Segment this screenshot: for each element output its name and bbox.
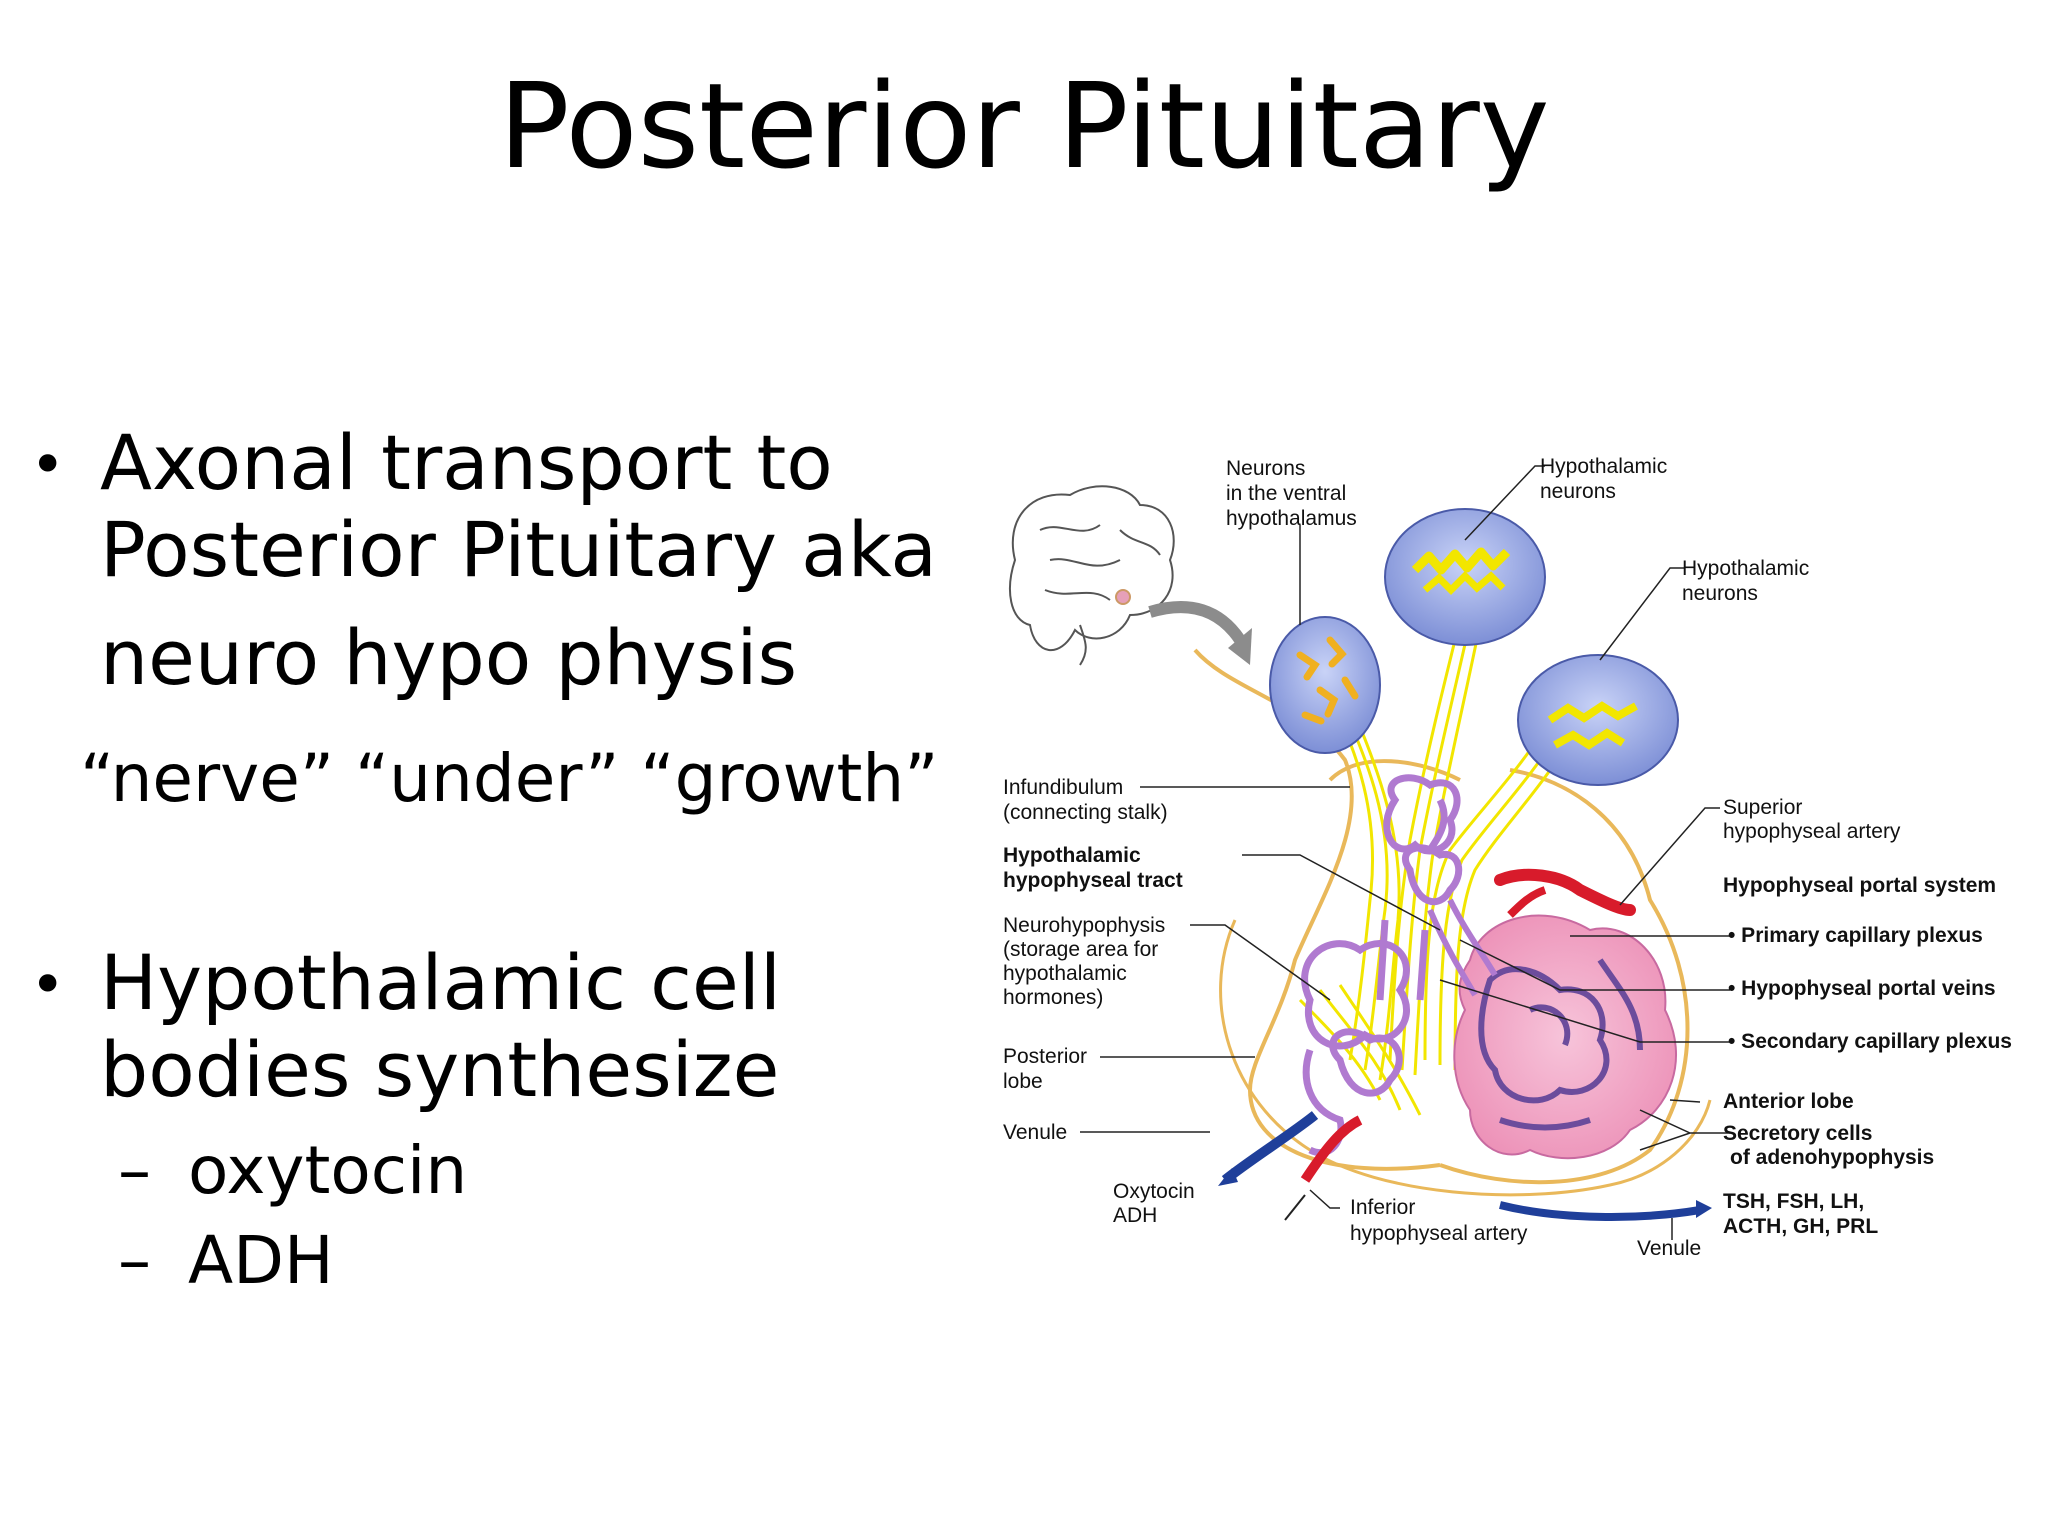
arrow-head (1228, 628, 1252, 665)
label-portal-system: Hypophyseal portal system (1723, 874, 1996, 897)
bullet-marker: • (30, 950, 66, 1020)
bullet-text-line: Axonal transport to (100, 418, 833, 507)
sub-item-oxytocin: oxytocin (188, 1132, 468, 1209)
slide-title: Posterior Pituitary (498, 57, 1550, 195)
label-venule-left: Venule (1003, 1121, 1067, 1144)
oxytocin-arrow (1284, 1194, 1306, 1221)
outer-capsule (1219, 919, 1712, 1197)
bullet-text-line: Posterior Pituitary aka (100, 505, 937, 594)
label-venule-bottom: Venule (1637, 1237, 1701, 1260)
hypophyseal-portal-veins (1427, 898, 1498, 997)
neuron-bubble-right (1517, 654, 1679, 786)
label-secondary-plexus: • Secondary capillary plexus (1728, 1030, 2012, 1053)
brain-sketch (1009, 485, 1175, 666)
label-hormones: TSH, FSH, LH,ACTH, GH, PRL (1723, 1190, 1878, 1238)
inferior-hypophyseal-artery (1300, 1115, 1363, 1183)
sub-bullet-marker: – (118, 1222, 151, 1299)
primary-capillary-plexus (1383, 774, 1463, 906)
sub-item-adh: ADH (188, 1222, 334, 1299)
anterior-lobe (1453, 914, 1678, 1160)
bullet-text-line: neuro hypo physis (100, 613, 798, 702)
label-anterior-lobe: Anterior lobe (1723, 1090, 1854, 1113)
sub-bullet-marker: – (118, 1132, 151, 1209)
bullet-marker: • (30, 430, 66, 500)
venule-left (1221, 1111, 1319, 1184)
label-infundibulum: Infundibulum(connecting stalk) (1003, 776, 1168, 824)
neuron-bubble-ventral (1269, 616, 1381, 754)
label-portal-veins: • Hypophyseal portal veins (1728, 977, 1996, 1000)
superior-hypophyseal-artery (1494, 868, 1636, 916)
arrow-to-hypothalamus (1148, 601, 1245, 644)
venule-bottom (1499, 1201, 1701, 1221)
bullet-text-line: Hypothalamic cell (100, 938, 781, 1027)
bullet-text-line: bodies synthesize (100, 1025, 780, 1114)
neuron-bubble-top (1384, 508, 1546, 646)
etymology-note: “nerve” “under” “growth” (80, 740, 939, 817)
leader-lines (1080, 465, 1730, 1240)
label-primary-plexus: • Primary capillary plexus (1728, 924, 1983, 947)
